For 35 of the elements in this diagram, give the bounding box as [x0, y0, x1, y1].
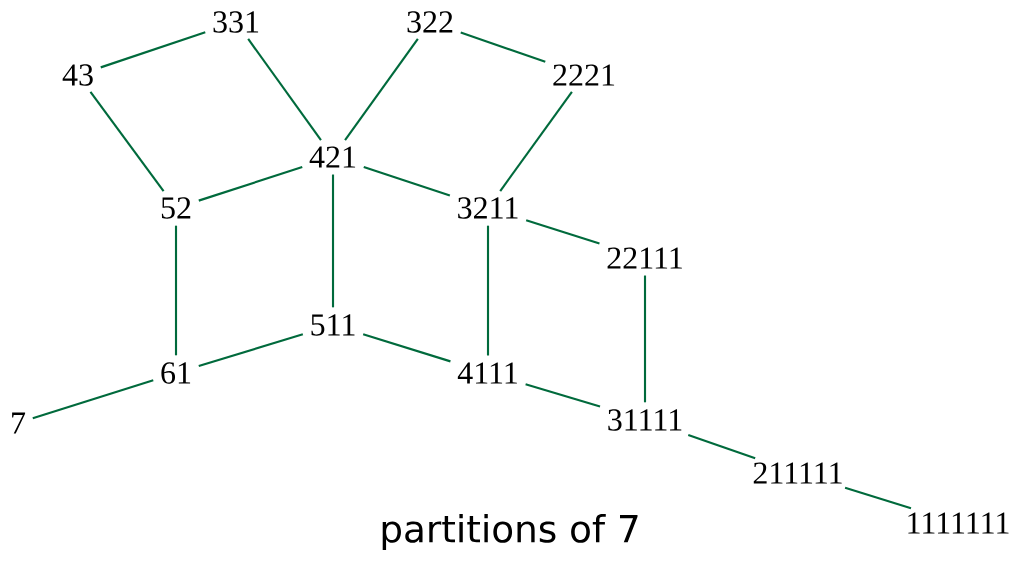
- connector-line: [89, 91, 165, 192]
- connector-line: [460, 31, 546, 63]
- partition-label: 1111111: [908, 512, 1009, 534]
- connector-line: [198, 333, 304, 368]
- partition-label: 31111: [608, 409, 682, 431]
- partition-label: 4111: [457, 362, 517, 384]
- connector-line: [198, 165, 303, 202]
- partition-label: 61: [161, 362, 191, 384]
- partition-label: 2221: [553, 64, 615, 86]
- connector-line: [362, 333, 451, 363]
- connector-line: [486, 225, 490, 356]
- connector-line: [363, 166, 451, 197]
- connector-line: [643, 275, 647, 403]
- connector-line: [499, 91, 573, 192]
- partition-label: 7: [12, 412, 26, 434]
- partition-label: 211111: [753, 462, 842, 484]
- partition-label: 43: [62, 64, 93, 86]
- partition-label: 331: [213, 11, 259, 33]
- partition-label: 322: [407, 11, 453, 33]
- connector-line: [525, 383, 601, 408]
- partition-label: 3211: [458, 197, 518, 219]
- partition-label: 52: [161, 197, 191, 219]
- partition-label: 421: [309, 146, 356, 168]
- connector-line: [687, 434, 756, 460]
- partition-label: 22111: [607, 247, 682, 269]
- connector-line: [32, 379, 154, 420]
- connector-line: [344, 38, 419, 141]
- connector-line: [525, 219, 600, 245]
- connector-line: [174, 225, 178, 356]
- connector-line: [844, 486, 912, 510]
- partition-label: 511: [311, 314, 355, 336]
- caption: partitions of 7: [382, 513, 638, 551]
- connector-line: [247, 38, 322, 141]
- connector-line: [100, 31, 206, 69]
- connector-line: [331, 174, 335, 308]
